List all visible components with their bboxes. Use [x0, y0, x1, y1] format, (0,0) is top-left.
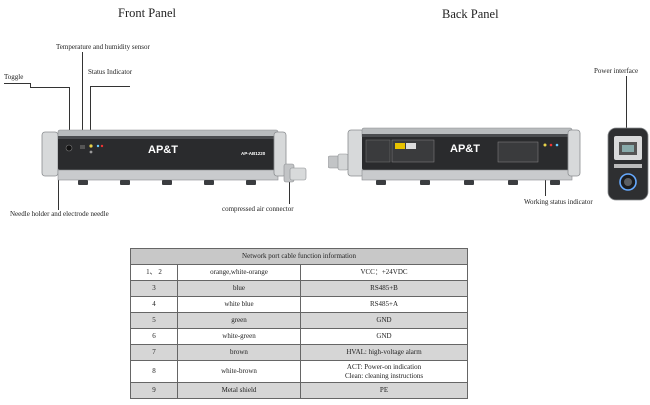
pin-cell: 8	[130, 360, 178, 383]
leader-line	[626, 76, 627, 132]
function-cell: VCC：+24VDC	[299, 264, 469, 281]
color-cell: brown	[177, 344, 301, 361]
back-panel-title: Back Panel	[442, 7, 499, 21]
leader-line	[58, 178, 59, 210]
leader-line	[289, 178, 290, 204]
power-interface-label: Power interface	[594, 67, 639, 75]
leader-line	[90, 86, 91, 148]
network-cable-table: Network port cable function information …	[129, 248, 469, 399]
pin-cell: 9	[130, 382, 178, 399]
table-row: 8 white-brown ACT: Power-on indication C…	[130, 360, 469, 383]
color-cell: white blue	[177, 296, 301, 313]
table-row: 3 blue RS485+B	[130, 280, 469, 297]
color-cell: green	[177, 312, 301, 329]
function-cell: RS485+B	[299, 280, 469, 297]
table-row: 6 white-green GND	[130, 328, 469, 345]
temp-sensor-label: Temperature and humidity sensor	[56, 43, 150, 51]
table-row: 7 brown HVAL: high-voltage alarm	[130, 344, 469, 361]
function-cell: HVAL: high-voltage alarm	[299, 344, 469, 361]
power-interface-end-view	[607, 127, 649, 201]
pin-cell: 1、 2	[130, 264, 178, 281]
leader-line	[30, 87, 70, 88]
function-cell: ACT: Power-on indication Clean: cleaning…	[299, 360, 469, 383]
function-line-2: Clean: cleaning instructions	[344, 371, 424, 380]
table-title: Network port cable function information	[129, 248, 469, 265]
back-brand-logo: AP&T	[450, 143, 480, 155]
front-panel-title: Front Panel	[118, 6, 176, 20]
table-row: 9 Metal shield PE	[130, 382, 469, 399]
front-panel-device	[41, 129, 307, 185]
table-row: 5 green GND	[130, 312, 469, 329]
back-panel-device	[328, 127, 581, 185]
working-status-label: Working status indicator	[524, 198, 593, 206]
leader-line	[90, 86, 130, 87]
front-model-label: AP-AB1220	[241, 151, 266, 156]
table-row: 4 white blue RS485+A	[130, 296, 469, 313]
color-cell: orange,white-orange	[177, 264, 301, 281]
function-cell: PE	[299, 382, 469, 399]
function-cell: RS485+A	[299, 296, 469, 313]
status-indicator-label: Status Indicator	[88, 68, 133, 76]
function-cell: GND	[299, 312, 469, 329]
color-cell: blue	[177, 280, 301, 297]
color-cell: white-brown	[177, 360, 301, 383]
leader-line	[82, 52, 83, 148]
toggle-label: Toggle	[4, 73, 24, 81]
air-connector-label: compressed air connector	[222, 205, 294, 213]
table-row: 1、 2 orange,white-orange VCC：+24VDC	[130, 264, 469, 281]
color-cell: white-green	[177, 328, 301, 345]
leader-line	[69, 87, 70, 147]
pin-cell: 7	[130, 344, 178, 361]
pin-cell: 5	[130, 312, 178, 329]
needle-holder-label: Needle holder and electrode needle	[10, 210, 109, 218]
front-brand-logo: AP&T	[148, 144, 178, 156]
leader-line	[4, 83, 31, 84]
function-line-1: ACT: Power-on indication	[346, 363, 422, 372]
function-cell: GND	[299, 328, 469, 345]
pin-cell: 6	[130, 328, 178, 345]
leader-line	[30, 83, 31, 88]
color-cell: Metal shield	[177, 382, 301, 399]
pin-cell: 3	[130, 280, 178, 297]
pin-cell: 4	[130, 296, 178, 313]
